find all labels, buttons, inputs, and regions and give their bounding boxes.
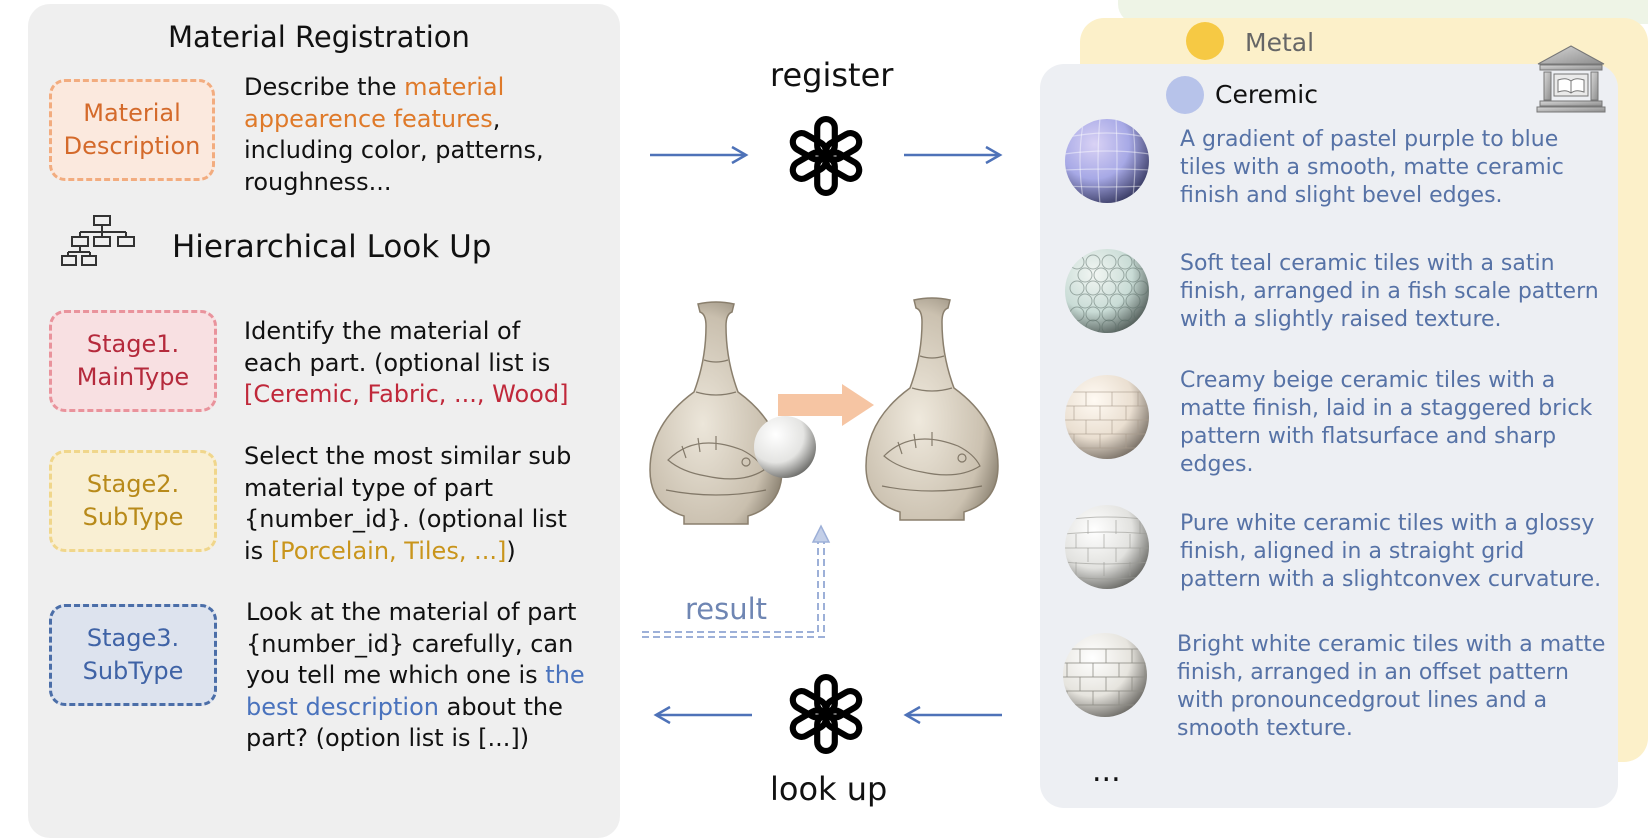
- openai-logo-icon: [782, 673, 870, 758]
- result-label: result: [685, 592, 768, 626]
- text-pre: Look at the material of part {number_id}…: [246, 598, 577, 689]
- lookup-title: Hierarchical Look Up: [172, 229, 492, 265]
- stage3-description: Look at the material of part {number_id}…: [246, 597, 586, 755]
- material-sphere-5: [1063, 633, 1147, 717]
- tag-line-2: SubType: [82, 657, 184, 685]
- text-pre: Describe the: [244, 73, 405, 101]
- material-sphere-2: [1065, 249, 1149, 333]
- ceramic-dot-icon: [1166, 76, 1204, 114]
- stage1-tag: Stage1. MainType: [49, 310, 217, 412]
- register-label: register: [770, 56, 894, 94]
- metal-dot-icon: [1186, 22, 1224, 60]
- stage1-description: Identify the material of each part. (opt…: [244, 316, 584, 411]
- library-icon: [1536, 45, 1606, 113]
- tag-line-1: Stage1.: [86, 330, 180, 358]
- text-post: about the part? (option list is [...]): [246, 692, 563, 753]
- arrow-left-icon: [653, 705, 752, 725]
- arrow-right-icon: [650, 145, 749, 165]
- material-sphere-4: [1065, 505, 1149, 589]
- text-pre: Select the most similar sub material typ…: [244, 442, 572, 565]
- text-highlight: [Ceremic, Fabric, ..., Wood]: [244, 380, 569, 408]
- material-description-4: Pure white ceramic tiles with a glossy f…: [1180, 511, 1602, 592]
- stage2-tag: Stage2. SubType: [49, 450, 217, 552]
- text-highlight: material appearence features: [244, 73, 505, 133]
- material-description-5: Bright white ceramic tiles with a matte …: [1177, 632, 1606, 741]
- registration-title: Material Registration: [168, 20, 470, 54]
- stage2-description: Select the most similar sub material typ…: [244, 441, 574, 567]
- more-materials-ellipsis: ...: [1092, 754, 1121, 789]
- registration-description: Describe the material appearence feature…: [244, 72, 574, 198]
- material-sphere-1: [1065, 119, 1149, 203]
- arrow-left-icon: [903, 705, 1002, 725]
- text-highlight: [Porcelain, Tiles, ...]: [270, 536, 507, 565]
- tag-line-1: Stage3.: [86, 624, 180, 652]
- tag-line-1: Material: [83, 99, 181, 127]
- material-description-3: Creamy beige ceramic tiles with a matte …: [1180, 368, 1593, 477]
- material-description-1: A gradient of pastel purple to blue tile…: [1180, 127, 1564, 208]
- result-arrow-icon: [642, 524, 831, 638]
- text-post: ): [506, 536, 516, 565]
- text-pre: Identify the material of each part. (opt…: [244, 317, 551, 377]
- tag-line-2: MainType: [76, 363, 190, 391]
- tag-line-1: Stage2.: [86, 470, 180, 498]
- tag-line-2: SubType: [82, 503, 184, 531]
- vase-input-image: [649, 301, 783, 525]
- tag-line-2: Description: [63, 132, 201, 160]
- hierarchy-icon: [61, 215, 135, 266]
- metal-label: Metal: [1245, 28, 1315, 57]
- openai-logo-icon: [782, 115, 870, 200]
- arrow-right-icon: [904, 145, 1003, 165]
- vase-output-image: [865, 297, 999, 521]
- lookup-label: look up: [770, 770, 888, 808]
- stage3-tag: Stage3. SubType: [49, 604, 217, 706]
- white-material-sphere: [754, 416, 816, 478]
- material-description-2: Soft teal ceramic tiles with a satin fin…: [1180, 251, 1599, 332]
- ceramic-label: Ceremic: [1215, 80, 1318, 109]
- material-sphere-3: [1065, 375, 1149, 459]
- text-highlight: the best description: [246, 661, 585, 721]
- text-post: , including color, patterns, roughness..…: [244, 104, 544, 196]
- transfer-arrow-icon: [778, 384, 874, 426]
